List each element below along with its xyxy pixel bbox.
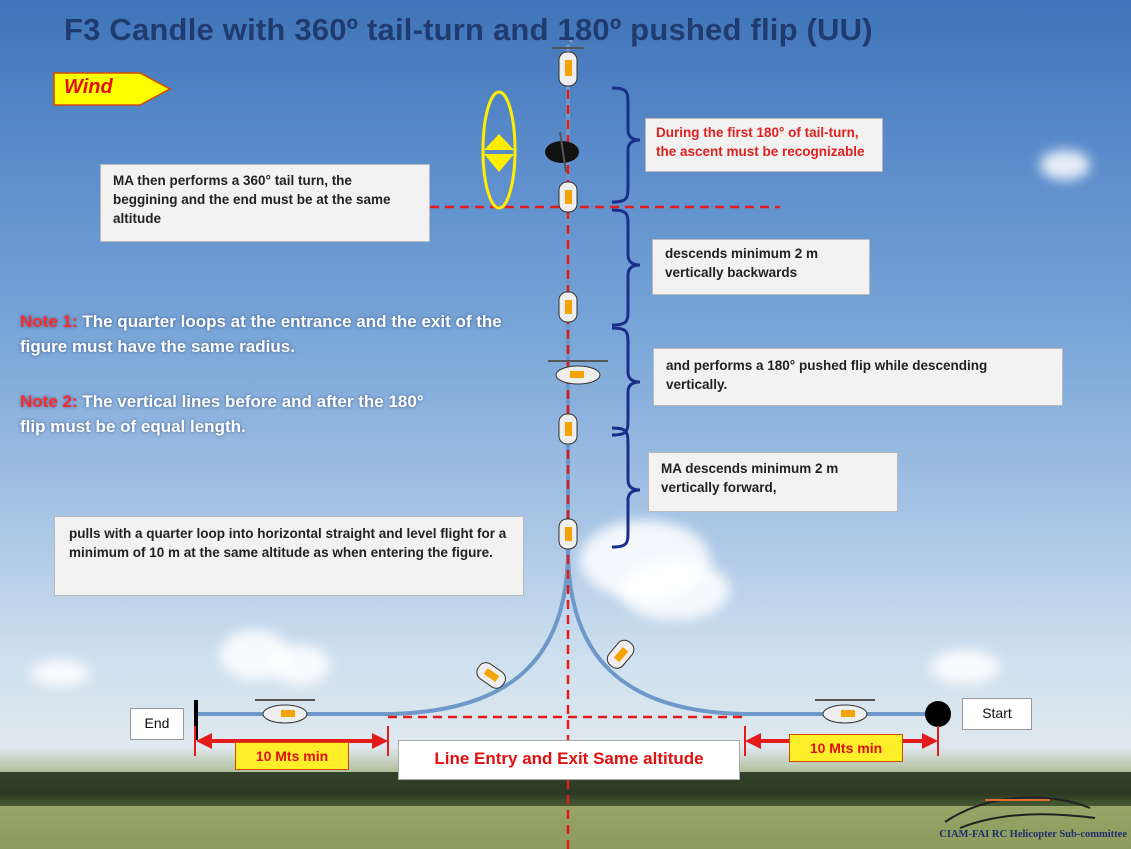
start-label: Start [962,698,1032,730]
ciam-logo [944,796,1096,829]
bracket-descends-forward [611,426,641,549]
bracket-pushed-flip [611,326,641,437]
callout-ascent: During the first 180° of tail-turn, the … [645,118,883,172]
distance-right-label: 10 Mts min [789,734,903,762]
helicopter-icon [476,662,506,689]
brackets [611,86,641,549]
grass-field [0,806,1131,849]
note-2-text: The vertical lines before and after the … [20,392,424,436]
start-point-icon [925,701,951,727]
line-entry-label: Line Entry and Exit Same altitude [398,740,740,780]
cloud [1040,150,1090,180]
distance-left-label: 10 Mts min [235,742,349,770]
cloud [270,645,330,685]
credit-text: CIAM-FAI RC Helicopter Sub-committee [939,829,1127,840]
wind-label: Wind [64,76,113,98]
callout-pushed-flip: and performs a 180° pushed flip while de… [653,348,1063,406]
helicopter-icon [815,699,875,724]
bracket-descends-backwards [611,208,641,327]
helicopter-icon [558,518,578,550]
helicopter-icon [558,291,578,323]
note-1-label: Note 1: [20,312,78,331]
helicopter-icon [552,34,584,87]
cloud [30,660,90,686]
bracket-ascent [611,86,641,204]
helicopter-icons [255,34,875,724]
helicopter-icon [545,131,579,173]
note-2: Note 2: The vertical lines before and af… [20,389,440,439]
end-label: End [130,708,184,740]
helicopter-icon [606,639,635,669]
helicopter-icon [558,413,578,445]
page-title: F3 Candle with 360º tail-turn and 180º p… [64,12,873,47]
callout-descends-backwards: descends minimum 2 m vertically backward… [652,239,870,295]
reference-lines [388,60,780,849]
note-1-text: The quarter loops at the entrance and th… [20,312,502,356]
note-2-label: Note 2: [20,392,78,411]
wind-arrow-icon [53,72,172,106]
tail-turn-indicator [481,90,517,210]
callout-tail-turn: MA then performs a 360° tail turn, the b… [100,164,430,242]
note-1: Note 1: The quarter loops at the entranc… [20,309,540,359]
callout-descends-forward: MA descends minimum 2 m vertically forwa… [648,452,898,512]
callout-pulls-out: pulls with a quarter loop into horizonta… [54,516,524,596]
helicopter-icon [558,181,578,213]
cloud [620,560,730,620]
cloud [930,650,1000,684]
helicopter-icon [548,360,608,385]
helicopter-icon [255,699,315,724]
